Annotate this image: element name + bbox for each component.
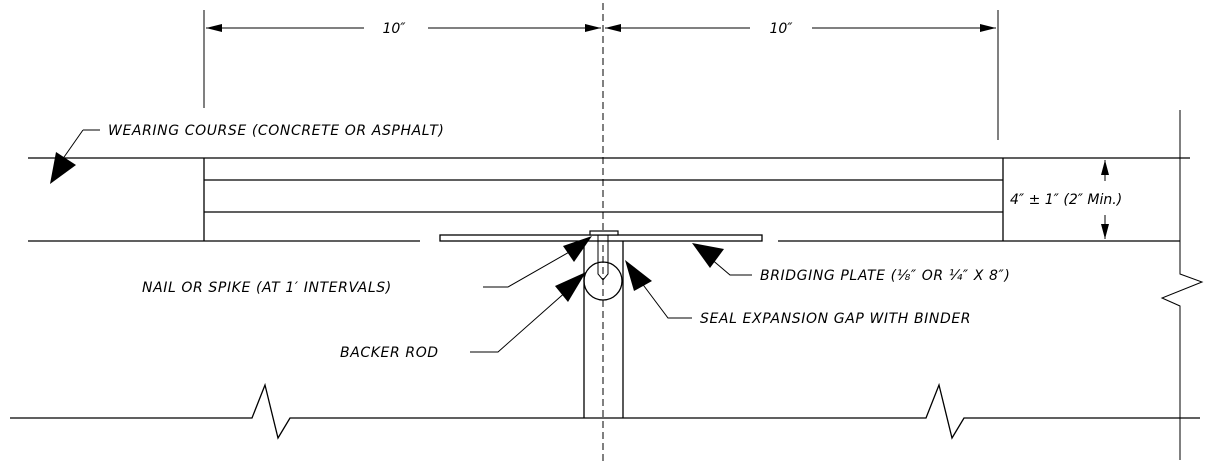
right-dimension-label: 10″ [769, 21, 793, 37]
bridging-plate [439, 234, 763, 242]
left-dimension: 10″ [206, 21, 601, 37]
seal-label: SEAL EXPANSION GAP WITH BINDER [700, 311, 971, 327]
seal-callout: SEAL EXPANSION GAP WITH BINDER [625, 260, 971, 327]
thickness-dimension: 4″ ± 1″ (2″ Min.) [1010, 160, 1122, 239]
deck-bottom-break-line [10, 382, 1200, 440]
left-dimension-label: 10″ [382, 21, 406, 37]
right-break-line [1160, 110, 1204, 460]
nail-spike [589, 230, 619, 281]
backer-rod-callout: BACKER ROD [340, 272, 586, 361]
wearing-course-callout: WEARING COURSE (CONCRETE OR ASPHALT) [50, 123, 444, 184]
wearing-course-label: WEARING COURSE (CONCRETE OR ASPHALT) [108, 123, 444, 139]
backer-rod-label: BACKER ROD [340, 345, 439, 361]
thickness-label: 4″ ± 1″ (2″ Min.) [1010, 192, 1122, 208]
nail-callout: NAIL OR SPIKE (AT 1′ INTERVALS) [142, 236, 592, 296]
bridging-plate-callout: BRIDGING PLATE (⅛″ OR ¼″ X 8″) [692, 243, 1010, 284]
backer-rod [583, 261, 623, 301]
nail-label: NAIL OR SPIKE (AT 1′ INTERVALS) [142, 280, 392, 296]
right-dimension: 10″ [605, 21, 996, 37]
bridging-plate-label: BRIDGING PLATE (⅛″ OR ¼″ X 8″) [760, 268, 1010, 284]
